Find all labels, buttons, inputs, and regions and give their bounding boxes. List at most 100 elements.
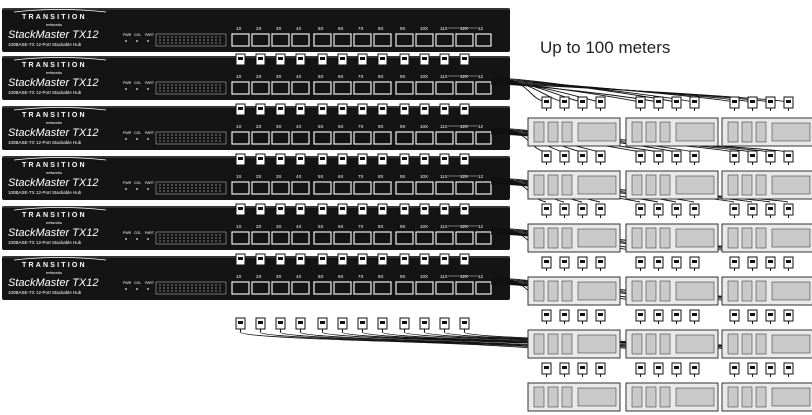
brand-name: TRANSITION bbox=[22, 62, 87, 69]
led-matrix bbox=[155, 33, 227, 47]
status-led bbox=[147, 238, 149, 240]
port-label: 3X bbox=[276, 274, 282, 279]
port-label: 4X bbox=[296, 26, 302, 31]
rj45-connector-icon bbox=[275, 53, 286, 68]
rj45-connector-icon bbox=[439, 203, 450, 218]
rj45-connector-icon bbox=[337, 317, 348, 332]
port-label: 8X bbox=[378, 174, 384, 179]
rj45-connector-icon bbox=[439, 317, 450, 332]
rj45-port bbox=[373, 33, 392, 47]
rj45-connector-icon bbox=[399, 53, 410, 68]
rj45-connector-icon bbox=[635, 203, 646, 218]
rj45-connector-icon bbox=[255, 53, 266, 68]
port-label: 12X bbox=[460, 74, 468, 79]
port-label: 10X bbox=[420, 74, 428, 79]
port-label: 4X bbox=[296, 274, 302, 279]
uplink-port bbox=[475, 281, 492, 295]
rj45-connector-icon bbox=[689, 256, 700, 271]
rj45-connector-icon bbox=[747, 256, 758, 271]
brand-name: TRANSITION bbox=[22, 112, 87, 119]
status-led bbox=[147, 88, 149, 90]
rj45-port bbox=[353, 231, 372, 245]
brand-subtitle: networks bbox=[46, 120, 62, 125]
rj45-port bbox=[231, 131, 250, 145]
rj45-port bbox=[231, 181, 250, 195]
rj45-port bbox=[415, 181, 434, 195]
workstation-icon bbox=[721, 170, 812, 200]
brand-subtitle: networks bbox=[46, 22, 62, 27]
rj45-connector-icon bbox=[439, 53, 450, 68]
rj45-port bbox=[353, 281, 372, 295]
status-led bbox=[147, 138, 149, 140]
rj45-connector-icon bbox=[559, 309, 570, 324]
rj45-port bbox=[313, 81, 332, 95]
rj45-connector-icon bbox=[295, 203, 306, 218]
rj45-connector-icon bbox=[235, 203, 246, 218]
rj45-port bbox=[373, 231, 392, 245]
port-label: 11X bbox=[440, 174, 448, 179]
port-label: 8X bbox=[378, 124, 384, 129]
uplink-label: 12 bbox=[478, 224, 484, 229]
port-label: 4X bbox=[296, 224, 302, 229]
port-label: 9X bbox=[400, 124, 406, 129]
rj45-port bbox=[313, 281, 332, 295]
status-led-label: PWR bbox=[123, 231, 132, 235]
rj45-connector-icon bbox=[783, 150, 794, 165]
rj45-connector-icon bbox=[729, 256, 740, 271]
rj45-port bbox=[435, 81, 454, 95]
rj45-connector-icon bbox=[559, 256, 570, 271]
workstation-icon bbox=[625, 117, 719, 147]
port-label: 2X bbox=[256, 74, 262, 79]
status-led-label: PART bbox=[145, 33, 155, 37]
rj45-connector-icon bbox=[275, 153, 286, 168]
port-label: 6X bbox=[338, 74, 344, 79]
port-label: 2X bbox=[256, 174, 262, 179]
port-label: 8X bbox=[378, 224, 384, 229]
status-led bbox=[136, 238, 138, 240]
workstation-icon bbox=[527, 382, 621, 412]
rj45-connector-icon bbox=[595, 256, 606, 271]
rj45-port bbox=[251, 181, 270, 195]
rj45-connector-icon bbox=[275, 103, 286, 118]
rj45-connector-icon bbox=[765, 96, 776, 111]
status-led-label: COL bbox=[134, 81, 141, 85]
rj45-port bbox=[333, 33, 352, 47]
port-label: 1X bbox=[236, 274, 242, 279]
rj45-connector-icon bbox=[377, 103, 388, 118]
port-label: 6X bbox=[338, 274, 344, 279]
status-led-label: PWR bbox=[123, 131, 132, 135]
status-led-label: PART bbox=[145, 281, 155, 285]
status-led bbox=[125, 40, 127, 42]
rj45-connector-icon bbox=[577, 96, 588, 111]
port-label: 11X bbox=[440, 224, 448, 229]
rj45-connector-icon bbox=[689, 309, 700, 324]
rj45-connector-icon bbox=[671, 362, 682, 377]
rj45-port bbox=[395, 33, 414, 47]
status-led-label: COL bbox=[134, 281, 141, 285]
rj45-port bbox=[373, 181, 392, 195]
rj45-connector-icon bbox=[399, 103, 410, 118]
rj45-connector-icon bbox=[357, 317, 368, 332]
rj45-connector-icon bbox=[671, 309, 682, 324]
rj45-port bbox=[251, 81, 270, 95]
rj45-connector-icon bbox=[317, 253, 328, 268]
rj45-connector-icon bbox=[765, 203, 776, 218]
rj45-connector-icon bbox=[595, 96, 606, 111]
rj45-port bbox=[291, 81, 310, 95]
rj45-connector-icon bbox=[399, 317, 410, 332]
rj45-port bbox=[395, 281, 414, 295]
port-label: 2X bbox=[256, 224, 262, 229]
port-label: 12X bbox=[460, 174, 468, 179]
hub-description: 100BASE-TX 12-Port Stackable Hub bbox=[8, 42, 82, 47]
rj45-connector-icon bbox=[275, 253, 286, 268]
rj45-port bbox=[231, 281, 250, 295]
brand-swoosh bbox=[13, 257, 107, 261]
rj45-port bbox=[271, 281, 290, 295]
port-label: 3X bbox=[276, 224, 282, 229]
rj45-port bbox=[353, 181, 372, 195]
rj45-connector-icon bbox=[459, 253, 470, 268]
port-label: 1X bbox=[236, 74, 242, 79]
rj45-connector-icon bbox=[399, 153, 410, 168]
brand-subtitle: networks bbox=[46, 70, 62, 75]
